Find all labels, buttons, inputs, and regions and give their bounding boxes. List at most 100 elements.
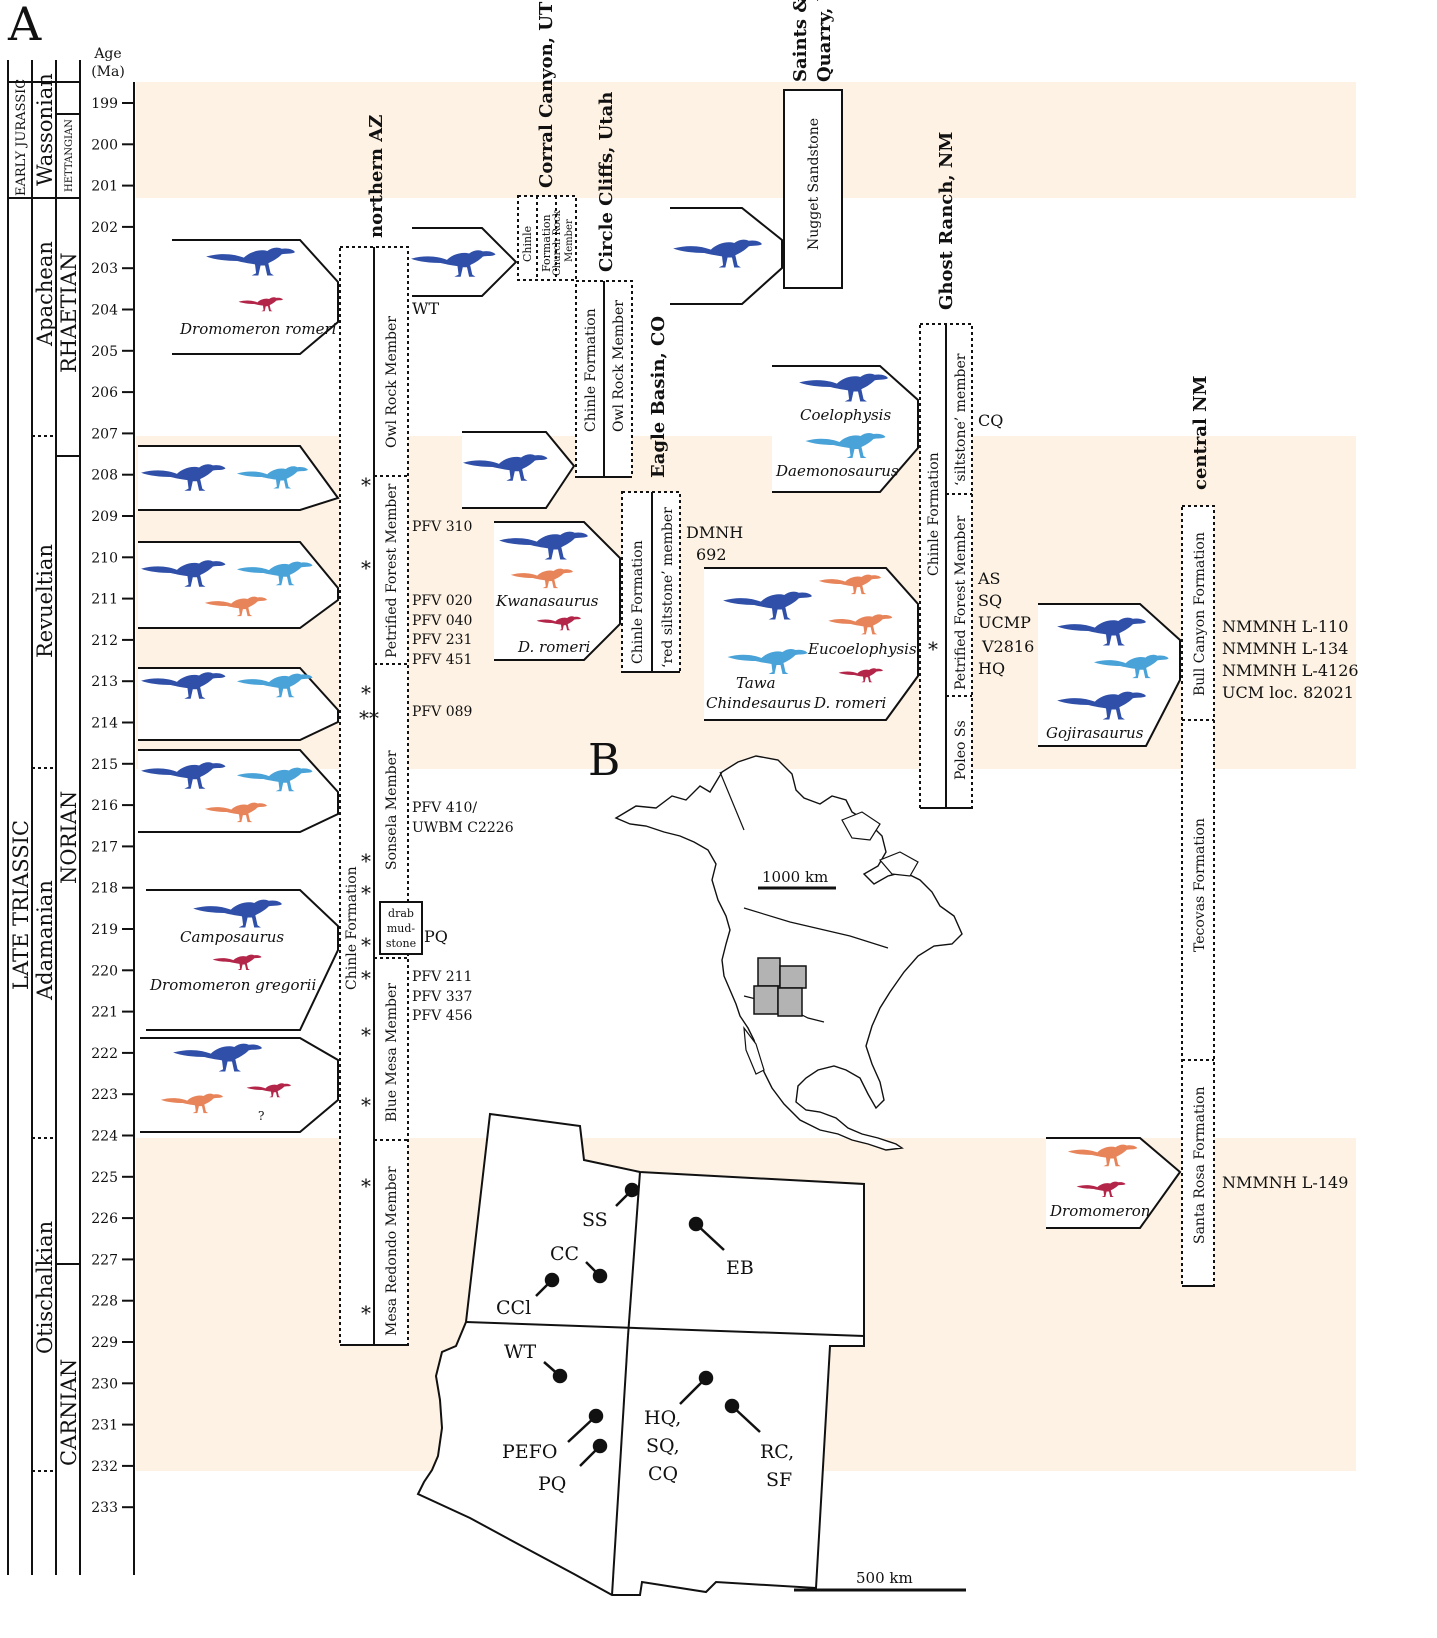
unit-chinle-eagle: Chinle Formation [630, 540, 646, 664]
site-ccl: CCl [496, 1297, 531, 1319]
spec-pfv040: PFV 040 [412, 613, 472, 629]
locality-circle-cliffs: Circle Cliffs, Utah [596, 92, 617, 272]
site-labels: SS CC CCl EB WT PEFO PQ HQ, SQ, CQ RC, S… [496, 1209, 794, 1495]
spec-l4126: NMMNH L-4126 [1222, 661, 1359, 680]
taxon-daemonosaurus: Daemonosaurus [775, 462, 899, 480]
site-ss: SS [582, 1209, 608, 1231]
svg-text:*: * [361, 1174, 371, 1198]
age-tick-label: 232 [91, 1459, 118, 1475]
unit-red-siltstone: ‘red siltstone’ member [660, 507, 676, 668]
site-pefo: PEFO [502, 1441, 557, 1463]
central-nm-column: central NM Bull Canyon Formation Tecovas… [1038, 375, 1359, 1287]
drab-line2: mud- [387, 922, 416, 935]
age-tick-label: 229 [91, 1335, 118, 1351]
unit-bull-canyon: Bull Canyon Formation [1192, 532, 1208, 696]
north-america-map: 1000 km [614, 755, 963, 1151]
age-tick-label: 217 [91, 839, 118, 855]
unit-blue-mesa-az: Blue Mesa Member [384, 983, 400, 1122]
spec-cq: CQ [978, 411, 1003, 430]
unit-siltstone: ‘siltstone’ member [953, 353, 969, 486]
arrow-box-7 [140, 1037, 339, 1133]
age-tick-label: 201 [91, 179, 118, 195]
age-tick-label: 205 [91, 344, 118, 360]
taxon-dromomeron: Dromomeron [1049, 1202, 1150, 1220]
drab-line3: stone [386, 937, 416, 950]
age-tick-label: 214 [91, 716, 118, 732]
four-corners-states [753, 957, 807, 1017]
cc-chinle: Chinle [521, 226, 534, 262]
cc-formation: Formation [540, 214, 553, 272]
label-carnian: CARNIAN [57, 1359, 81, 1466]
taxon-d-romeri-full: Dromomeron romeri [179, 320, 337, 338]
saints-column: Saints & Quarry, U Nugget Sandstone [670, 0, 843, 305]
age-tick-label: 212 [91, 633, 118, 649]
scale-sw: 500 km [856, 1569, 913, 1587]
band-wassonian [136, 82, 1356, 198]
spec-pfv451: PFV 451 [412, 652, 472, 668]
arrow-box-4 [138, 667, 339, 741]
four-corners-map: 500 km SS CC CCl EB WT PEFO PQ HQ, SQ, C… [416, 1112, 966, 1596]
age-tick-label: 227 [91, 1252, 118, 1268]
age-tick-label: 231 [91, 1418, 118, 1434]
ghost-ranch-column: Ghost Ranch, NM Chinle Formation ‘siltst… [704, 132, 1034, 809]
circle-cliffs-column: Circle Cliffs, Utah Chinle Formation Owl… [462, 92, 633, 509]
taxon-coelophysis: Coelophysis [800, 406, 891, 424]
age-tick-label: 224 [91, 1129, 118, 1145]
age-ticks: 1992002012022032042052062072082092102112… [91, 96, 134, 1516]
label-wassonian: Wassonian [33, 73, 57, 186]
unit-petrified-forest-az: Petrified Forest Member [384, 483, 400, 658]
age-tick-label: 200 [91, 137, 118, 153]
svg-text:*: * [361, 556, 371, 580]
locality-northern-az: northern AZ [366, 115, 387, 238]
age-tick-label: 216 [91, 798, 118, 814]
unit-sonsela-az: Sonsela Member [384, 750, 400, 870]
site-sq: SQ, [646, 1435, 680, 1457]
panel-label-b: B [588, 735, 620, 786]
age-tick-label: 219 [91, 922, 118, 938]
svg-text:*: * [361, 966, 371, 990]
label-revueltian: Revueltian [33, 544, 57, 658]
age-tick-label: 213 [91, 674, 118, 690]
asterisks-az: *** **** *** *** [359, 473, 379, 1325]
locality-quarry: Quarry, U [814, 0, 835, 82]
unit-petrified-forest-ghost: Petrified Forest Member [953, 515, 969, 690]
age-axis: Age (Ma) 1992002012022032042052062072082… [91, 46, 135, 1575]
scale-na: 1000 km [762, 868, 828, 886]
arrow-box-5 [138, 749, 339, 833]
timescale: EARLY JURASSIC LATE TRIASSIC Wassonian A… [7, 60, 81, 1575]
site-pq: PQ [538, 1473, 566, 1495]
cc-church2: Member [564, 219, 575, 262]
spec-l110: NMMNH L-110 [1222, 617, 1348, 636]
age-tick-label: 218 [91, 881, 118, 897]
age-tick-label: 220 [91, 963, 118, 979]
eagle-basin-column: Eagle Basin, CO Chinle Formation ‘red si… [494, 316, 743, 673]
spec-pfv211: PFV 211 [412, 969, 472, 985]
taxon-chindesaurus: Chindesaurus [706, 694, 811, 712]
spec-hq: HQ [978, 659, 1005, 678]
spec-pfv456: PFV 456 [412, 1008, 473, 1024]
arrow-box-1 [172, 239, 339, 355]
spec-pfv310: PFV 310 [412, 519, 472, 535]
age-tick-label: 223 [91, 1087, 118, 1103]
spec-l149: NMMNH L-149 [1222, 1173, 1348, 1192]
age-tick-label: 226 [91, 1211, 118, 1227]
svg-text:*: * [361, 1093, 371, 1117]
taxa-labels-az: Dromomeron romeri Camposaurus Dromomeron… [149, 320, 337, 1123]
unit-owl-rock-circle: Owl Rock Member [611, 300, 627, 432]
age-tick-label: 225 [91, 1170, 118, 1186]
label-rhaetian: RHAETIAN [57, 253, 81, 373]
spec-pfv410: PFV 410/ [412, 800, 477, 816]
age-axis-title: Age [93, 46, 121, 62]
label-apachean: Apachean [33, 241, 57, 347]
age-tick-label: 209 [91, 509, 118, 525]
svg-text:**: ** [359, 706, 379, 730]
age-tick-label: 211 [91, 592, 118, 608]
label-late-triassic: LATE TRIASSIC [9, 820, 33, 990]
age-tick-label: 204 [91, 303, 118, 319]
locality-central-nm: central NM [1190, 375, 1211, 490]
site-eb: EB [726, 1257, 754, 1279]
spec-pfv089: PFV 089 [412, 704, 472, 720]
age-tick-label: 222 [91, 1046, 118, 1062]
arrow-boxes-az [138, 239, 340, 1133]
taxon-kwanasaurus: Kwanasaurus [495, 592, 599, 610]
